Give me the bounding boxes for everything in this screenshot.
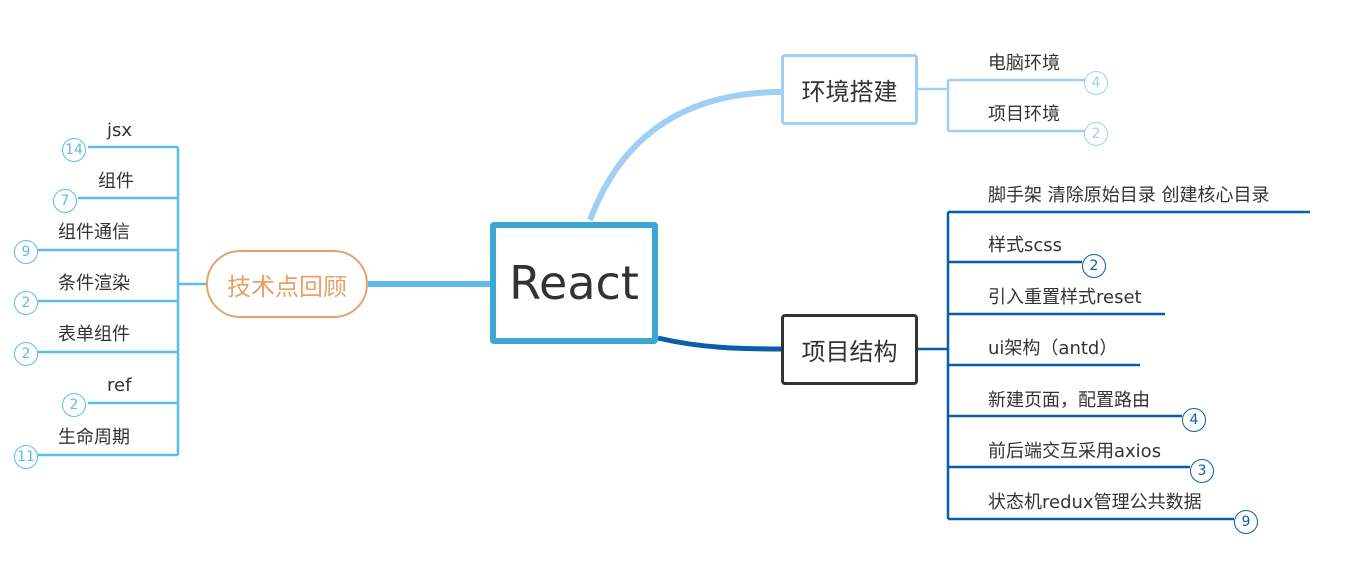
struct-branch-label: 项目结构 <box>801 338 898 366</box>
left-item-label[interactable]: jsx <box>107 120 133 141</box>
env-branch-node[interactable]: 环境搭建 <box>781 54 918 125</box>
env-item-count-badge[interactable]: 2 <box>1084 122 1108 146</box>
left-item-count-badge[interactable]: 14 <box>62 138 86 162</box>
left-item-label[interactable]: 组件 <box>98 171 134 192</box>
struct-item-label[interactable]: 样式scss <box>988 235 1063 256</box>
left-item-label[interactable]: 生命周期 <box>58 427 130 448</box>
left-branch-label: 技术点回顾 <box>227 272 347 301</box>
struct-item-count-badge[interactable]: 3 <box>1190 459 1214 483</box>
struct-branch-node[interactable]: 项目结构 <box>781 314 918 385</box>
left-item-count-badge[interactable]: 2 <box>62 393 86 417</box>
root-node[interactable]: React <box>490 222 658 344</box>
env-item-label[interactable]: 电脑环境 <box>988 53 1060 74</box>
struct-item-count-badge[interactable]: 9 <box>1234 510 1258 534</box>
struct-item-count-badge[interactable]: 2 <box>1082 254 1106 278</box>
left-item-count-badge[interactable]: 7 <box>53 189 77 213</box>
struct-item-underlines <box>948 210 1310 521</box>
struct-item-count-badge[interactable]: 4 <box>1182 408 1206 432</box>
struct-item-label[interactable]: 脚手架 清除原始目录 创建核心目录 <box>988 185 1270 206</box>
struct-item-label[interactable]: ui架构（antd） <box>988 338 1118 359</box>
struct-item-label[interactable]: 状态机redux管理公共数据 <box>988 492 1202 513</box>
left-item-label[interactable]: 表单组件 <box>58 324 130 345</box>
left-item-label[interactable]: 条件渲染 <box>58 273 130 294</box>
connector-root-struct <box>657 335 783 352</box>
env-item-count-badge[interactable]: 4 <box>1084 71 1108 95</box>
root-node-label: React <box>509 256 639 310</box>
left-item-count-badge[interactable]: 2 <box>14 291 38 315</box>
left-item-underlines <box>38 145 178 457</box>
env-item-label[interactable]: 项目环境 <box>988 104 1060 125</box>
left-item-count-badge[interactable]: 2 <box>14 342 38 366</box>
struct-item-label[interactable]: 新建页面，配置路由 <box>988 390 1150 411</box>
struct-item-label[interactable]: 引入重置样式reset <box>988 287 1142 308</box>
left-item-label[interactable]: ref <box>107 375 132 396</box>
left-item-count-badge[interactable]: 9 <box>14 240 38 264</box>
left-item-label[interactable]: 组件通信 <box>58 222 130 243</box>
env-branch-label: 环境搭建 <box>801 78 898 106</box>
struct-item-label[interactable]: 前后端交互采用axios <box>988 441 1162 462</box>
left-item-count-badge[interactable]: 11 <box>14 445 38 469</box>
left-branch-node[interactable]: 技术点回顾 <box>206 250 368 318</box>
connector-root-env <box>587 89 783 222</box>
